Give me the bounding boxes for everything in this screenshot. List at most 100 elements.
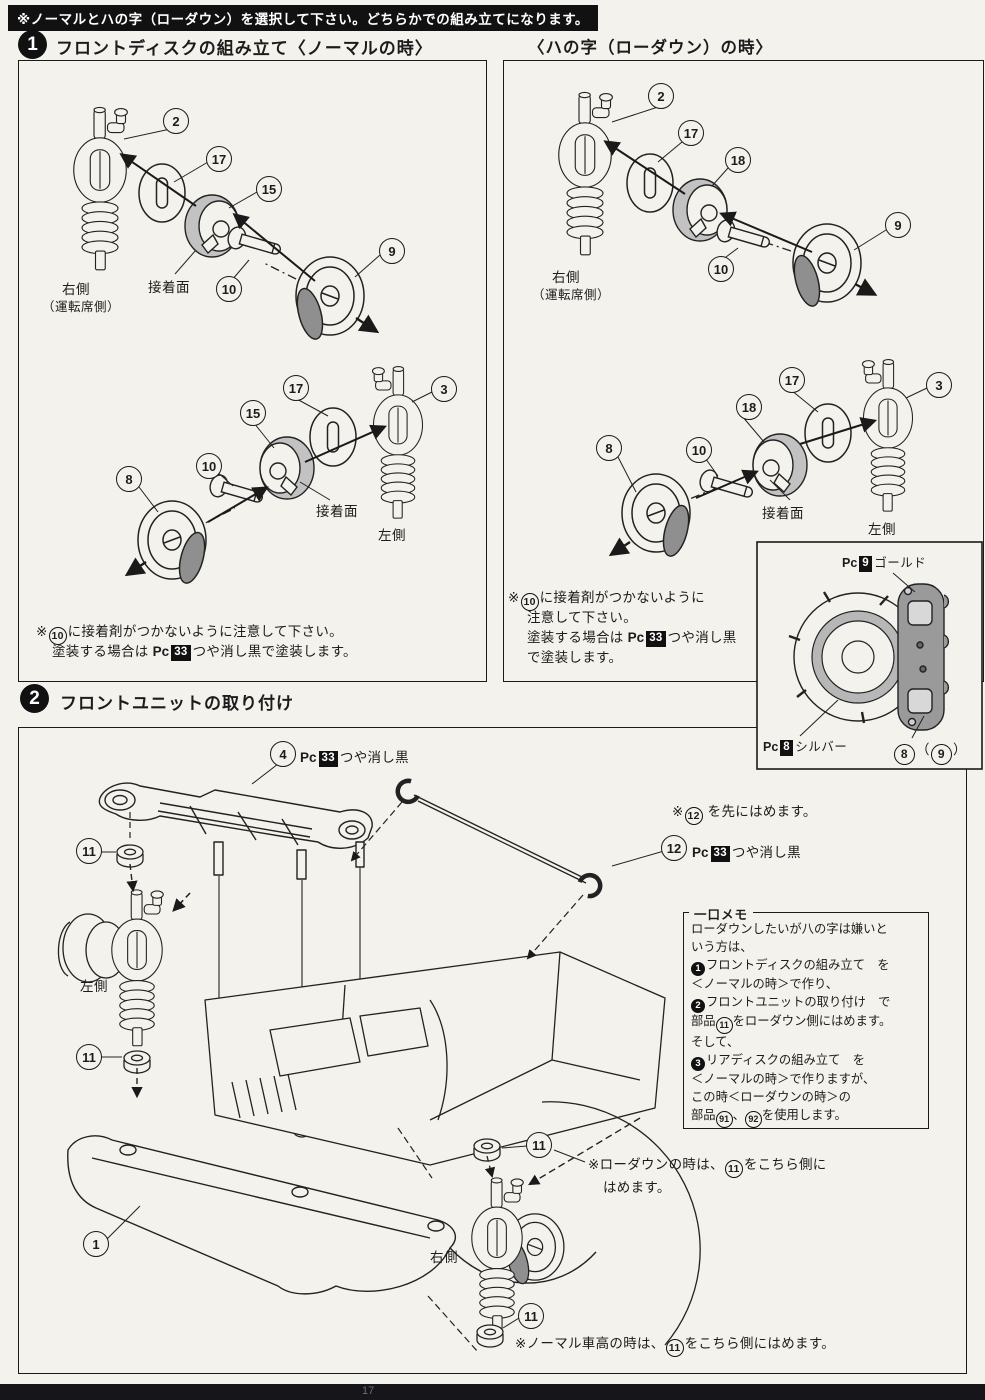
- callout-part-9: 9: [379, 238, 405, 264]
- label-right-side: 右側: [552, 270, 580, 285]
- note-text: はめます。: [603, 1180, 671, 1195]
- note-text: をこちら側に: [743, 1157, 827, 1172]
- note-text: ※: [508, 590, 520, 605]
- step2-title: フロントユニットの取り付け: [60, 694, 294, 713]
- paint-name-gold: ゴールド: [874, 556, 927, 570]
- part-10-inline: 10: [48, 627, 67, 645]
- paint-brand: Pc: [152, 644, 170, 659]
- note-text: で塗装します。: [527, 650, 623, 665]
- callout-part-15: 15: [240, 400, 266, 426]
- callout-part-18: 18: [736, 394, 762, 420]
- callout-part-11: 11: [76, 838, 102, 864]
- callout-part-11: 11: [526, 1132, 552, 1158]
- callout-part-2: 2: [648, 83, 674, 109]
- memo-text: フロントユニットの取り付け で: [706, 994, 891, 1009]
- callout-part-4: 4: [270, 741, 296, 767]
- memo-text: をローダウン側にはめます。: [732, 1013, 892, 1028]
- paint-name-silver: シルバー: [795, 740, 848, 754]
- part-11-inline: 11: [715, 1016, 733, 1034]
- label-left-side: 左側: [868, 522, 896, 537]
- paint-name: つや消し黒: [339, 750, 409, 765]
- memo-bullet-2: 2: [691, 998, 705, 1013]
- callout-part-2: 2: [163, 108, 189, 134]
- callout-part-17: 17: [206, 146, 232, 172]
- part-10-inline: 10: [520, 593, 539, 611]
- part-11-inline: 11: [665, 1339, 684, 1357]
- note-text: に接着剤がつかないように注意して下さい。: [67, 624, 343, 639]
- paint-brand: Pc: [763, 740, 779, 754]
- part-11-inline: 11: [724, 1160, 743, 1178]
- label-glue-face: 接着面: [762, 506, 804, 521]
- paren: ）: [953, 742, 967, 757]
- page-number: 17: [362, 1385, 375, 1397]
- paint-code-8: 8: [780, 740, 794, 756]
- paint-code-33: 33: [171, 645, 191, 661]
- label-right-side-sub: （運転席側）: [42, 300, 121, 314]
- label-left-side: 左側: [378, 528, 406, 543]
- note-text: ※ローダウンの時は、: [588, 1157, 724, 1172]
- callout-part-1: 1: [83, 1231, 109, 1257]
- memo-text: リアディスクの組み立て を: [706, 1052, 865, 1067]
- part-8-inline: 8: [894, 743, 915, 765]
- step2-number: 2: [20, 684, 49, 713]
- callout-part-3: 3: [431, 376, 457, 402]
- memo-line: ローダウンしたいが八の字は嫌いと: [691, 922, 888, 936]
- memo-text: 、: [732, 1107, 745, 1122]
- callout-part-10: 10: [216, 276, 242, 302]
- memo-text: 部品: [691, 1107, 716, 1122]
- label-right-side-sub: （運転席側）: [532, 288, 611, 302]
- memo-line: そして、: [691, 1034, 740, 1049]
- note-text: に接着剤がつかないように: [539, 590, 705, 605]
- callout-part-17: 17: [779, 367, 805, 393]
- note-text: ※: [672, 804, 684, 819]
- note-text: 塗装する場合は: [52, 644, 149, 659]
- label-right-side: 右側: [430, 1250, 458, 1265]
- memo-title: 一口メモ: [689, 904, 754, 923]
- step1-alt-title: 〈ハの字（ローダウン）の時〉: [528, 39, 773, 57]
- panel-lowdown-box: [503, 60, 984, 682]
- memo-bullet-1: 1: [691, 961, 705, 976]
- callout-part-17: 17: [678, 120, 704, 146]
- note-text: つや消し黒で塗装します。: [192, 644, 357, 659]
- callout-part-3: 3: [926, 372, 952, 398]
- label-right-side: 右側: [62, 282, 90, 297]
- panel-normal-box: [18, 60, 487, 682]
- inset-part-ref: 8（9）: [893, 738, 967, 765]
- callout-part-11: 11: [76, 1044, 102, 1070]
- paint-code-33: 33: [710, 846, 730, 862]
- note-text: ※ノーマル車高の時は、: [515, 1336, 665, 1351]
- callout-part-12: 12: [661, 835, 687, 861]
- panel-frontunit-box: [18, 727, 967, 1374]
- paint-code-33: 33: [318, 751, 338, 767]
- part-12-inline: 12: [684, 807, 703, 825]
- page-bottom-band: [0, 1384, 985, 1400]
- memo-text: 部品: [691, 1013, 716, 1028]
- callout-part-10: 10: [708, 256, 734, 282]
- note-text: を先にはめます。: [703, 804, 817, 819]
- callout-part-10: 10: [686, 437, 712, 463]
- paint-code-9: 9: [859, 556, 873, 572]
- part-91-inline: 91: [715, 1110, 733, 1128]
- callout-part-8: 8: [596, 435, 622, 461]
- paint-brand: Pc: [842, 556, 858, 570]
- label-glue-face: 接着面: [148, 280, 190, 295]
- paren: （: [916, 742, 930, 757]
- callout-part-15: 15: [256, 176, 282, 202]
- callout-part-10: 10: [196, 453, 222, 479]
- memo-text: を使用します。: [761, 1107, 847, 1122]
- callout-part-11: 11: [518, 1303, 544, 1329]
- memo-line: ＜ノーマルの時＞で作りますが、: [691, 1071, 876, 1086]
